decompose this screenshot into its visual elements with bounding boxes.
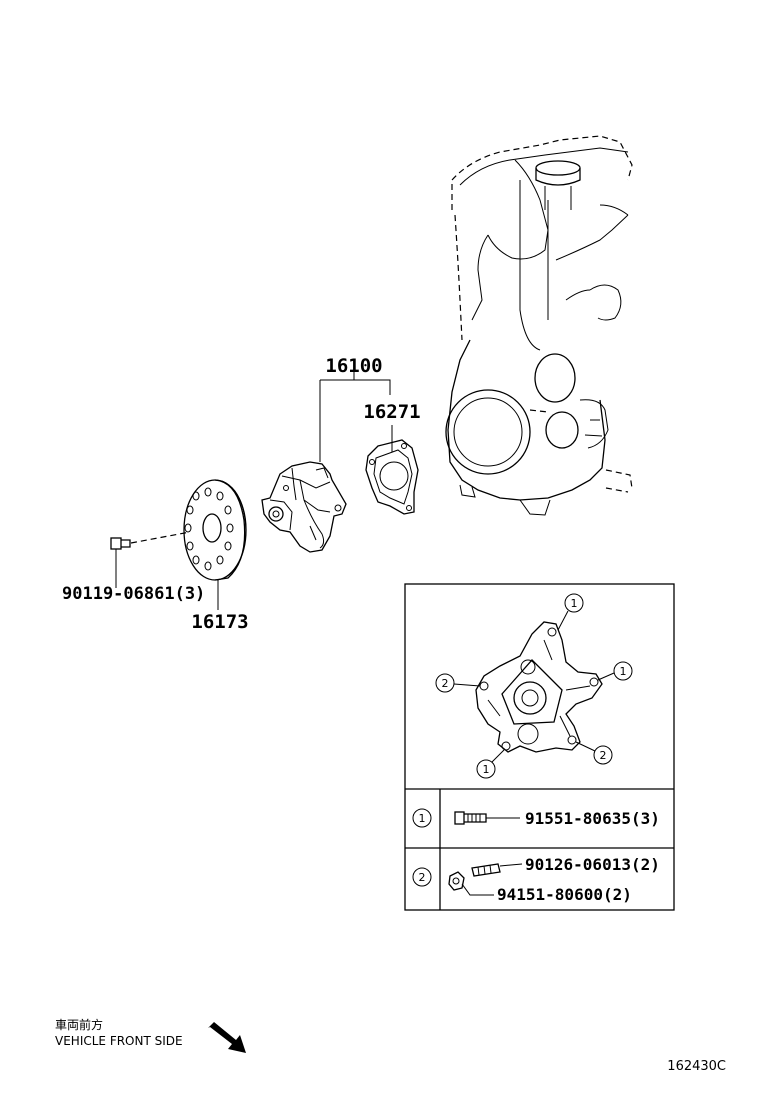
detail-marker-2-left: 2 (442, 677, 449, 690)
vehicle-front-jp: 車両前方 (55, 1017, 103, 1032)
engine-block-outline (445, 135, 633, 516)
pulley-16173 (183, 479, 247, 581)
label-90119: 90119-06861(3) (62, 584, 205, 604)
pump-flange-detail (475, 621, 603, 753)
water-pump-assembly (261, 461, 347, 553)
detail-marker-1-right: 1 (620, 665, 627, 678)
stud-bolt-icon (471, 863, 501, 877)
nut-icon (448, 871, 465, 891)
bolt-90119 (110, 531, 191, 550)
leader-lines (115, 372, 393, 610)
gasket-16271 (365, 439, 419, 515)
arrow-down-right-icon (208, 1022, 246, 1053)
row2-part-b: 94151-80600(2) (497, 885, 632, 904)
callout-row-2: 2 90126-06013(2) 94151-80600(2) (412, 855, 660, 904)
detail-callout-box: 1 1 2 2 1 1 91551-80635(3) (404, 583, 675, 911)
row2-marker: 2 (419, 871, 426, 884)
diagram-code: 162430C (667, 1059, 726, 1074)
label-16173: 16173 (191, 611, 248, 633)
orientation-note: 車両前方 VEHICLE FRONT SIDE (55, 1017, 246, 1053)
flange-bolt-icon (454, 811, 487, 825)
detail-marker-1-bottom: 1 (483, 763, 490, 776)
detail-markers: 1 1 2 2 1 (435, 593, 633, 779)
row1-part-number: 91551-80635(3) (525, 809, 660, 828)
callout-row-1: 1 91551-80635(3) (412, 808, 660, 828)
vehicle-front-en: VEHICLE FRONT SIDE (55, 1034, 183, 1048)
label-16271: 16271 (363, 401, 420, 423)
row1-marker: 1 (419, 812, 426, 825)
detail-marker-1-top: 1 (571, 597, 578, 610)
detail-marker-2-right: 2 (600, 749, 607, 762)
label-16100: 16100 (325, 355, 382, 377)
pulley-bolt-holes (184, 487, 234, 571)
row2-part-a: 90126-06013(2) (525, 855, 660, 874)
